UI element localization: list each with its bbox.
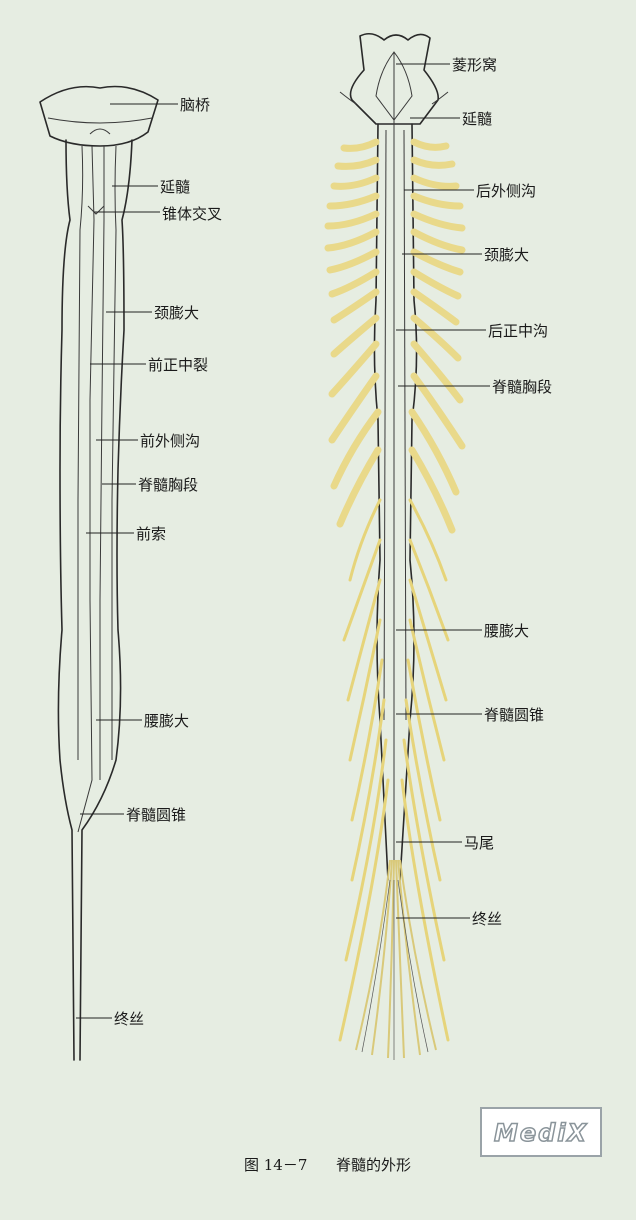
nerve-roots-right: [400, 138, 466, 1042]
label-lumbar-enlargement: 腰膨大: [144, 712, 189, 730]
posterior-view-drawing: [324, 32, 466, 1060]
caption-title: 脊髓的外形: [336, 1156, 411, 1174]
anterior-view-drawing: [39, 85, 159, 1061]
label-anterior-median-fissure: 前正中裂: [148, 356, 208, 374]
watermark-text: MediX: [494, 1119, 588, 1147]
label-conus-medullaris-posterior: 脊髓圆锥: [484, 706, 544, 724]
label-cauda-equina: 马尾: [464, 834, 494, 852]
label-conus-medullaris: 脊髓圆锥: [126, 806, 186, 824]
label-filum-terminale-posterior: 终丝: [472, 910, 502, 928]
label-pons: 脑桥: [180, 96, 210, 114]
brainstem-outline: [349, 32, 440, 125]
caption-figure-number: 图 14－7: [244, 1156, 307, 1174]
pons-shape: [39, 85, 159, 147]
label-medulla-posterior: 延髓: [462, 110, 492, 128]
label-posterior-median-sulcus: 后正中沟: [488, 322, 548, 340]
label-cervical-enlargement-posterior: 颈膨大: [484, 246, 529, 264]
posterior-leader-lines: [396, 63, 490, 919]
nerve-roots-left: [324, 138, 390, 1042]
label-posterolateral-sulcus: 后外侧沟: [476, 182, 536, 200]
anterior-cord-left-edge: [57, 139, 75, 1061]
label-thoracic-segment: 脊髓胸段: [138, 476, 198, 494]
anterior-cord-right-edge: [79, 139, 133, 1061]
anterior-labels: 脑桥 延髓 锥体交叉 颈膨大 前正中裂 前外侧沟 脊髓胸段 前索 腰膨大 脊髓圆…: [114, 96, 222, 1028]
label-medulla: 延髓: [160, 178, 190, 196]
posterior-labels: 菱形窝 延髓 后外侧沟 颈膨大 后正中沟 脊髓胸段 腰膨大 脊髓圆锥 马尾 终丝: [452, 56, 552, 928]
label-lumbar-enlargement-posterior: 腰膨大: [484, 622, 529, 640]
label-anterior-funiculus: 前索: [136, 525, 166, 543]
label-rhomboid-fossa: 菱形窝: [452, 56, 497, 74]
label-anterolateral-sulcus: 前外侧沟: [140, 432, 200, 450]
medix-watermark: MediX: [480, 1107, 602, 1157]
label-thoracic-segment-posterior: 脊髓胸段: [492, 378, 552, 396]
cauda-equina: [355, 859, 437, 1060]
label-cervical-enlargement: 颈膨大: [154, 304, 199, 322]
label-filum-terminale: 终丝: [114, 1010, 144, 1028]
anterior-leader-lines: [76, 103, 178, 1019]
label-pyramidal-decussation: 锥体交叉: [162, 205, 222, 223]
figure-caption: 图 14－7 脊髓的外形: [244, 1156, 411, 1174]
